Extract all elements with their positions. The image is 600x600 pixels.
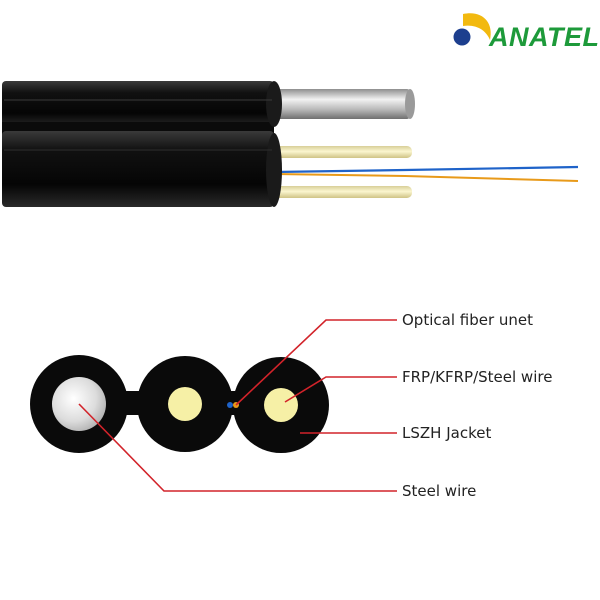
jacket-end-cap-bottom — [266, 133, 282, 207]
callout-line-steel-wire — [78, 403, 397, 492]
cable-side-view — [2, 81, 579, 207]
steel-messenger-end — [405, 89, 415, 119]
label-strength-member: FRP/KFRP/Steel wire — [402, 368, 553, 386]
label-steel-wire: Steel wire — [402, 482, 477, 500]
logo-dot-shape — [453, 28, 471, 46]
frp-rod-upper — [270, 146, 412, 158]
frp-core-right — [264, 388, 298, 422]
label-lszh-jacket: LSZH Jacket — [402, 424, 492, 442]
fiber-unit-jacket-section — [2, 131, 274, 207]
messenger-jacket-section — [2, 81, 274, 127]
orange-fiber-strand — [274, 173, 579, 182]
frp-rod-lower — [270, 186, 412, 198]
label-optical-fiber-unit: Optical fiber unet — [402, 311, 534, 329]
frp-core-left — [168, 387, 202, 421]
anatel-logo-mark — [453, 13, 491, 46]
cable-cross-section — [30, 355, 329, 453]
steel-messenger-rod — [272, 89, 410, 119]
anatel-logo-text: ANATEL — [489, 22, 600, 52]
optical-fiber-blue-dot — [227, 402, 233, 408]
blue-fiber-strand — [274, 165, 579, 174]
callout-line-frp — [284, 376, 397, 403]
callout-line-optical-fiber — [235, 319, 397, 406]
logo-swoosh-shape — [463, 13, 491, 41]
jacket-end-cap-top — [266, 81, 282, 127]
callout-lines — [78, 319, 397, 492]
